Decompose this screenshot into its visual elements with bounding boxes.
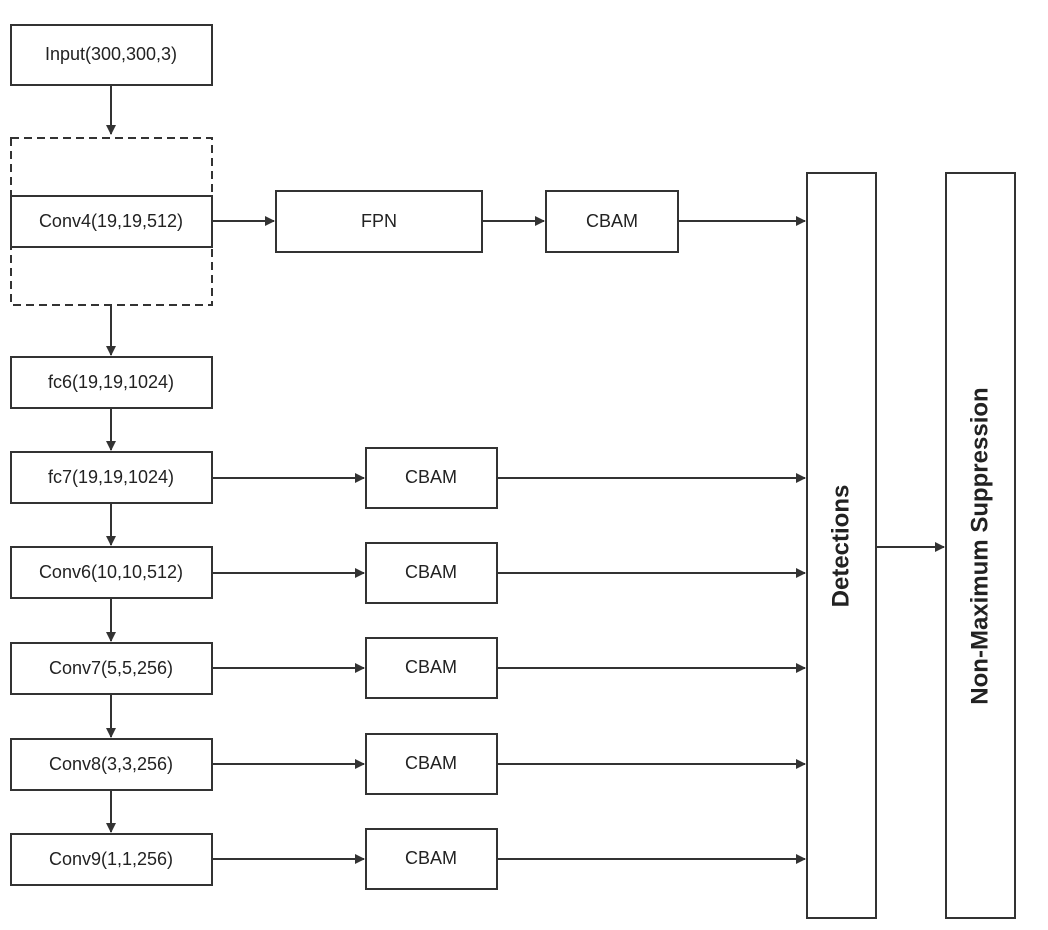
node-cbam-fc7: CBAM: [365, 447, 498, 509]
node-conv6: Conv6(10,10,512): [10, 546, 213, 599]
node-fc6: fc6(19,19,1024): [10, 356, 213, 409]
node-detections-label: Detections: [827, 485, 854, 608]
node-conv9-label: Conv9(1,1,256): [49, 849, 173, 869]
node-cbam-conv9-label: CBAM: [405, 848, 457, 868]
node-conv4: Conv4(19,19,512): [10, 195, 213, 248]
node-input-label: Input(300,300,3): [45, 44, 177, 64]
node-cbam-conv7: CBAM: [365, 637, 498, 699]
node-conv7-label: Conv7(5,5,256): [49, 658, 173, 678]
node-cbam-conv8: CBAM: [365, 733, 498, 795]
node-conv8-label: Conv8(3,3,256): [49, 754, 173, 774]
node-cbam-conv9: CBAM: [365, 828, 498, 890]
node-conv8: Conv8(3,3,256): [10, 738, 213, 791]
node-nms-label: Non-Maximum Suppression: [966, 387, 993, 704]
node-cbam-conv4-label: CBAM: [586, 211, 638, 231]
node-fpn: FPN: [275, 190, 483, 253]
node-cbam-conv4: CBAM: [545, 190, 679, 253]
node-cbam-fc7-label: CBAM: [405, 467, 457, 487]
node-input: Input(300,300,3): [10, 24, 213, 86]
node-conv9: Conv9(1,1,256): [10, 833, 213, 886]
edges: [106, 86, 945, 864]
nodes: Input(300,300,3) Conv4(19,19,512) FPN CB…: [10, 24, 1016, 919]
node-conv6-label: Conv6(10,10,512): [39, 562, 183, 582]
node-nms: Non-Maximum Suppression: [945, 172, 1016, 919]
node-cbam-conv6: CBAM: [365, 542, 498, 604]
node-fc6-label: fc6(19,19,1024): [48, 372, 174, 392]
node-fpn-label: FPN: [361, 211, 397, 231]
node-cbam-conv7-label: CBAM: [405, 657, 457, 677]
node-fc7: fc7(19,19,1024): [10, 451, 213, 504]
node-conv7: Conv7(5,5,256): [10, 642, 213, 695]
node-detections: Detections: [806, 172, 877, 919]
node-conv4-label: Conv4(19,19,512): [39, 211, 183, 231]
node-fc7-label: fc7(19,19,1024): [48, 467, 174, 487]
node-cbam-conv6-label: CBAM: [405, 562, 457, 582]
node-cbam-conv8-label: CBAM: [405, 753, 457, 773]
